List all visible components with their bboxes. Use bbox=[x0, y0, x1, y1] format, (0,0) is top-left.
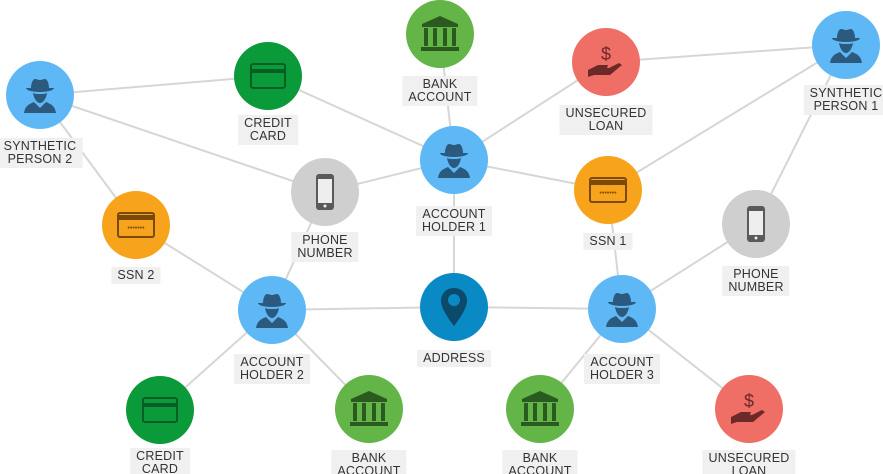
credit-card-icon bbox=[246, 54, 290, 98]
node-bank2[interactable] bbox=[335, 375, 403, 443]
node-phone1[interactable] bbox=[291, 158, 359, 226]
spy-icon bbox=[432, 138, 476, 182]
node-label: SSN 2 bbox=[111, 267, 161, 284]
loan-hand-dollar-icon: $ bbox=[727, 387, 771, 431]
node-label: PHONE NUMBER bbox=[291, 232, 359, 262]
spy-icon bbox=[250, 288, 294, 332]
node-label: ACCOUNT HOLDER 1 bbox=[415, 206, 493, 236]
node-sp1[interactable] bbox=[812, 11, 880, 79]
node-sp2[interactable] bbox=[6, 61, 74, 129]
id-card-icon: ••••••• bbox=[586, 168, 630, 212]
node-ssn1[interactable]: ••••••• bbox=[574, 156, 642, 224]
svg-text:•••••••: ••••••• bbox=[599, 190, 617, 197]
node-label: ACCOUNT HOLDER 3 bbox=[583, 354, 661, 384]
node-label: ADDRESS bbox=[417, 350, 491, 367]
node-ah2[interactable] bbox=[238, 276, 306, 344]
edge-sp2-cc1 bbox=[39, 75, 269, 96]
svg-text:•••••••: ••••••• bbox=[127, 225, 145, 232]
node-label: SSN 1 bbox=[583, 233, 633, 250]
spy-icon bbox=[600, 287, 644, 331]
id-card-icon: ••••••• bbox=[114, 203, 158, 247]
edge-ssn1-sp1 bbox=[607, 44, 847, 191]
node-loan1[interactable]: $ bbox=[572, 28, 640, 96]
edge-loan1-sp1 bbox=[605, 44, 847, 63]
node-cc2[interactable] bbox=[126, 376, 194, 444]
node-ah1[interactable] bbox=[420, 126, 488, 194]
node-label: UNSECURED LOAN bbox=[702, 450, 796, 474]
bank-icon bbox=[418, 12, 462, 56]
bank-icon bbox=[347, 387, 391, 431]
phone-icon bbox=[303, 170, 347, 214]
phone-icon bbox=[734, 202, 778, 246]
node-bank1[interactable] bbox=[406, 0, 474, 68]
spy-icon bbox=[824, 23, 868, 67]
node-label: BANK ACCOUNT bbox=[331, 450, 407, 474]
node-addr[interactable] bbox=[420, 273, 488, 341]
node-label: PHONE NUMBER bbox=[722, 266, 790, 296]
spy-icon bbox=[18, 73, 62, 117]
node-cc1[interactable] bbox=[234, 42, 302, 110]
node-ah3[interactable] bbox=[588, 275, 656, 343]
node-label: SYNTHETIC PERSON 2 bbox=[0, 138, 83, 168]
node-label: BANK ACCOUNT bbox=[402, 76, 478, 106]
node-bank3[interactable] bbox=[506, 375, 574, 443]
node-label: BANK ACCOUNT bbox=[502, 450, 578, 474]
node-label: UNSECURED LOAN bbox=[559, 105, 653, 135]
node-label: CREDIT CARD bbox=[130, 448, 190, 474]
node-loan2[interactable]: $ bbox=[715, 375, 783, 443]
node-label: ACCOUNT HOLDER 2 bbox=[233, 354, 311, 384]
node-label: SYNTHETIC PERSON 1 bbox=[803, 85, 883, 115]
edge-sp2-phone1 bbox=[39, 94, 326, 193]
node-label: CREDIT CARD bbox=[238, 115, 298, 145]
credit-card-icon bbox=[138, 388, 182, 432]
svg-text:$: $ bbox=[601, 44, 611, 64]
bank-icon bbox=[518, 387, 562, 431]
map-pin-icon bbox=[432, 285, 476, 329]
node-phone2[interactable] bbox=[722, 190, 790, 258]
loan-hand-dollar-icon: $ bbox=[584, 40, 628, 84]
svg-text:$: $ bbox=[744, 391, 754, 411]
node-ssn2[interactable]: ••••••• bbox=[102, 191, 170, 259]
